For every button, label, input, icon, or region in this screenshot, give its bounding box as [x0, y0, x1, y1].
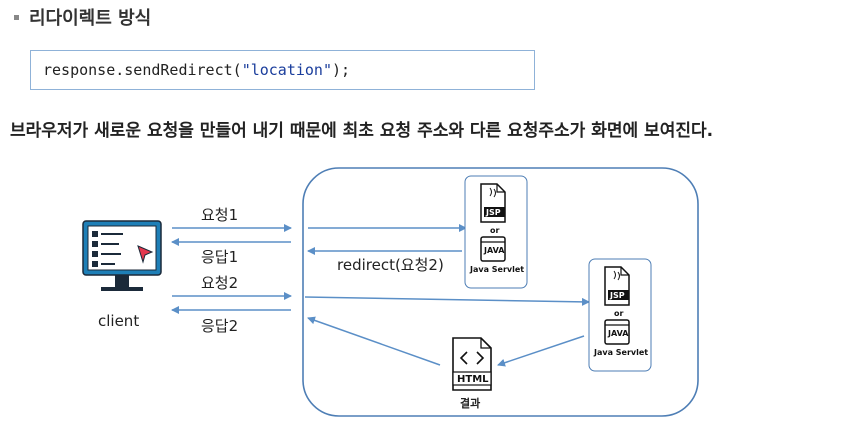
code-string: "location" [241, 61, 332, 79]
client-label: client [98, 312, 139, 330]
arrow-to-html [497, 335, 585, 367]
response1-label: 응답1 [201, 248, 238, 266]
request2-label: 요청2 [201, 274, 238, 292]
code-prefix: response.sendRedirect( [43, 61, 242, 79]
request1-label: 요청1 [201, 206, 238, 224]
redirect-label: redirect(요청2) [337, 256, 444, 274]
server1-servlet-label: Java Servlet [469, 265, 524, 274]
code-snippet: response.sendRedirect("location"); [30, 50, 535, 90]
jsp-file-icon [480, 183, 506, 223]
server2-jsp-label: JSP [609, 291, 625, 300]
server1-java-label: JAVA [483, 246, 505, 255]
section-title: 리다이렉트 방식 [14, 4, 151, 30]
java-window-icon [480, 236, 506, 262]
jsp-file-icon [604, 266, 630, 306]
server1-card: JSP or JAVA Java Servlet [464, 175, 528, 289]
html-icon-label: HTML [457, 374, 489, 385]
client-monitor-icon [82, 220, 162, 291]
description-text: 브라우저가 새로운 요청을 만들어 내기 때문에 최초 요청 주소와 다른 요청… [10, 121, 714, 141]
bullet-icon [14, 14, 19, 20]
server1-jsp-label: JSP [485, 208, 501, 217]
server2-java-label: JAVA [607, 329, 629, 338]
server-container [302, 167, 699, 417]
result-label: 결과 [460, 396, 480, 410]
arrow-html-to-client [307, 316, 441, 366]
response2-label: 응답2 [201, 317, 238, 335]
server2-or-label: or [614, 309, 623, 318]
server2-servlet-label: Java Servlet [593, 348, 648, 357]
section-title-text: 리다이렉트 방식 [29, 8, 152, 29]
server1-or-label: or [490, 226, 499, 235]
arrow-to-server2 [304, 296, 590, 306]
server2-card: JSP or JAVA Java Servlet [588, 258, 652, 372]
html-file-icon [452, 337, 492, 391]
code-suffix: ); [332, 61, 351, 79]
java-window-icon [604, 319, 630, 345]
